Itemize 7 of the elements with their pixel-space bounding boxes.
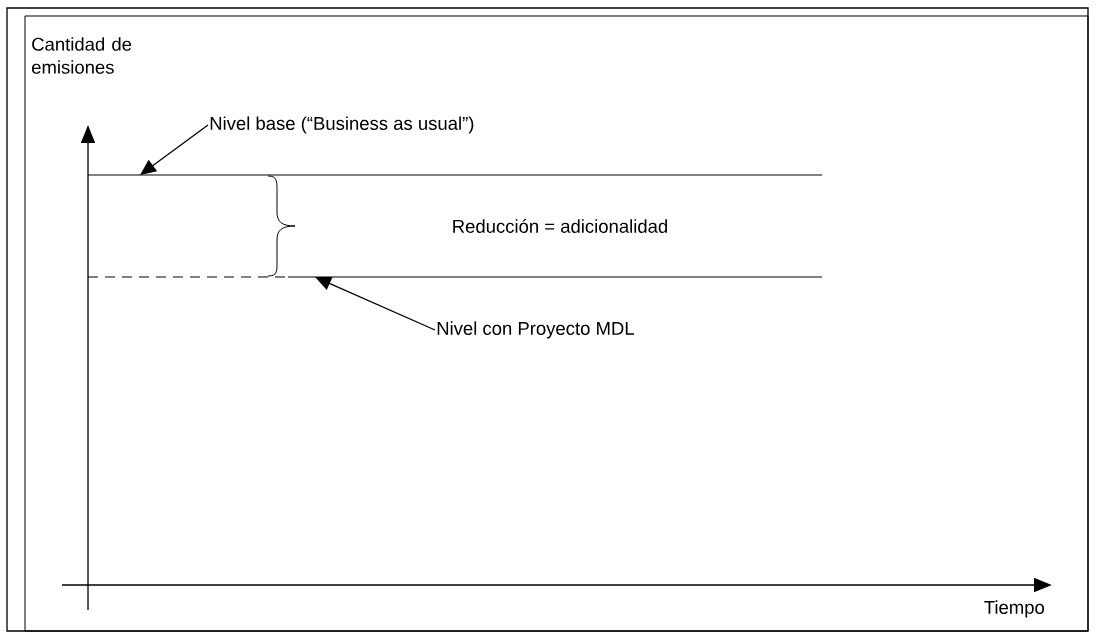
callout-text: Nivel con Proyecto MDL xyxy=(437,321,634,339)
leader-line xyxy=(140,124,209,175)
axis-label: Cantidad de emisiones xyxy=(32,37,132,74)
axis-label: Tiempo xyxy=(984,600,1045,618)
callout-text: Nivel base (“Business as usual”) xyxy=(210,116,474,134)
bracket-label: Reducción = adicionalidad xyxy=(453,219,667,233)
leader-line xyxy=(315,276,436,331)
